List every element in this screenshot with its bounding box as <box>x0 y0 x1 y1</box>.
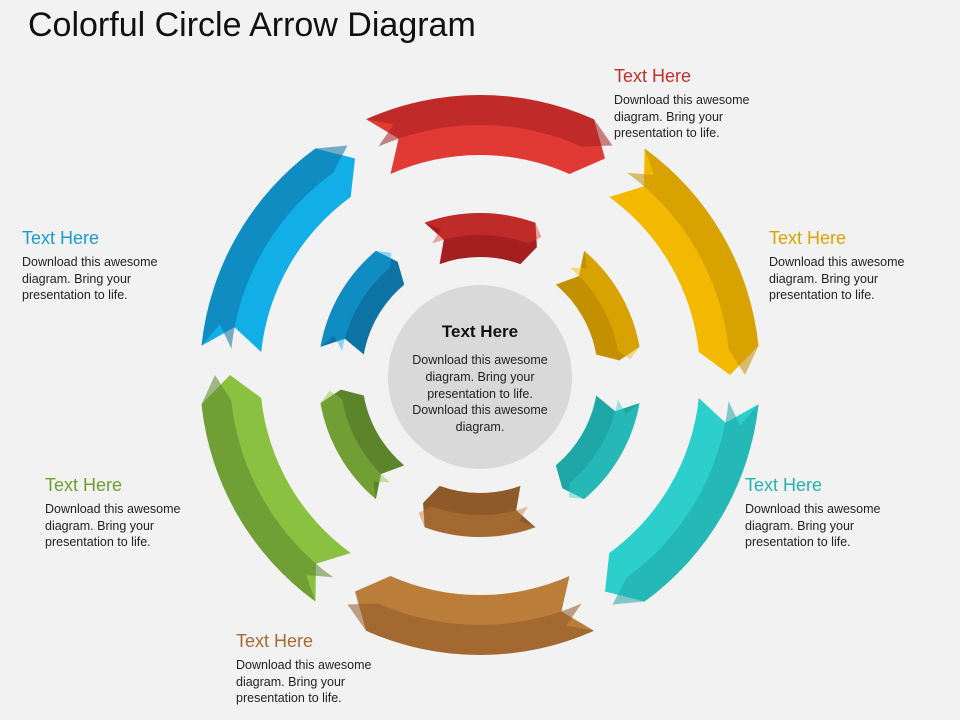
inner-arrow-shade-green <box>320 390 390 500</box>
inner-arrow-shade-blue <box>320 250 392 351</box>
outer-arrow-green <box>201 375 351 602</box>
center-body: Download this awesome diagram. Bring you… <box>412 353 548 435</box>
label-blue: Text Here Download this awesome diagram.… <box>22 228 222 304</box>
inner-arrow-yellow <box>555 250 640 361</box>
outer-arrow-shade-brown <box>347 603 594 656</box>
label-teal-heading: Text Here <box>745 475 823 495</box>
label-red: Text Here Download this awesome diagram.… <box>614 66 814 142</box>
segment-brown <box>347 485 594 656</box>
label-red-heading: Text Here <box>614 66 692 86</box>
inner-arrow-blue <box>320 250 405 355</box>
segment-green <box>201 375 405 602</box>
label-blue-heading: Text Here <box>22 228 100 248</box>
label-teal: Text Here Download this awesome diagram.… <box>745 475 945 551</box>
outer-arrow-yellow <box>609 148 759 375</box>
label-green: Text Here Download this awesome diagram.… <box>45 475 245 551</box>
label-brown: Text Here Download this awesome diagram.… <box>236 631 436 707</box>
inner-arrow-teal <box>555 395 640 500</box>
label-blue-body: Download this awesome diagram. Bring you… <box>22 255 158 302</box>
label-red-body: Download this awesome diagram. Bring you… <box>614 93 750 140</box>
segment-teal <box>555 395 759 605</box>
label-teal-body: Download this awesome diagram. Bring you… <box>745 502 881 549</box>
label-brown-body: Download this awesome diagram. Bring you… <box>236 658 372 705</box>
segment-red <box>366 94 613 265</box>
inner-arrow-shade-red <box>424 213 542 244</box>
page-title: Colorful Circle Arrow Diagram <box>28 6 476 44</box>
label-brown-heading: Text Here <box>236 631 314 651</box>
outer-arrow-shade-teal <box>612 401 759 605</box>
outer-arrow-shade-green <box>201 375 334 602</box>
center-heading: Text Here <box>441 322 519 341</box>
center-circle: Text Here Download this awesome diagram.… <box>388 285 572 469</box>
inner-arrow-green <box>320 389 405 500</box>
label-yellow-heading: Text Here <box>769 228 847 248</box>
label-yellow-body: Download this awesome diagram. Bring you… <box>769 255 905 302</box>
outer-arrow-shade-red <box>366 94 613 147</box>
segment-blue <box>201 145 405 355</box>
outer-arrow-shade-yellow <box>626 148 759 375</box>
label-green-heading: Text Here <box>45 475 123 495</box>
inner-arrow-shade-brown <box>418 506 536 537</box>
inner-arrow-shade-teal <box>568 399 640 500</box>
label-yellow: Text Here Download this awesome diagram.… <box>769 228 960 304</box>
inner-arrow-red <box>424 213 537 265</box>
inner-arrow-shade-yellow <box>570 250 640 360</box>
segment-yellow <box>555 148 759 375</box>
outer-arrow-shade-blue <box>201 145 348 349</box>
inner-arrow-brown <box>423 485 536 537</box>
label-green-body: Download this awesome diagram. Bring you… <box>45 502 181 549</box>
